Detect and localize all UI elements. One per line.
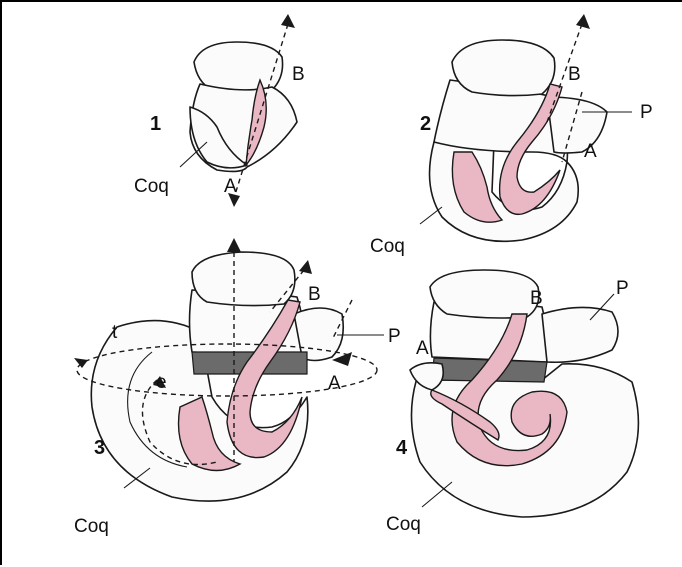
panel-2-label-coq: Coq — [370, 236, 405, 257]
panel-4-label-p: P — [616, 278, 629, 299]
panel-2: 2 B P A Coq — [370, 14, 653, 257]
panel-4-shell — [411, 364, 638, 517]
panel-3-label-e: e — [156, 372, 167, 393]
panel-3-head-cap — [192, 252, 295, 306]
panel-1-label-a: A — [224, 176, 237, 197]
panel-3-number: 3 — [94, 437, 105, 459]
panel-3-torsion-arrow — [74, 358, 88, 368]
panel-2-arrow-head-top — [576, 14, 590, 29]
panel-1-arrow-head-top — [281, 14, 295, 28]
panel-4-label-coq: Coq — [386, 514, 421, 535]
panel-2-head-cap — [452, 40, 555, 96]
panel-1-label-b: B — [292, 64, 305, 85]
panel-2-label-b: B — [568, 64, 581, 85]
panel-3-label-t: t — [112, 322, 118, 343]
panel-4-head-cap — [430, 270, 539, 318]
panel-1-number: 1 — [150, 113, 161, 135]
panel-1: 1 B A Coq — [134, 14, 305, 207]
panel-4-foot — [542, 307, 618, 362]
panel-2-label-a: A — [584, 141, 597, 162]
panel-2-coq-leader — [420, 207, 442, 224]
panel-4-label-a: A — [416, 338, 429, 359]
panel-2-number: 2 — [420, 113, 431, 135]
panel-3-axis-b-head — [299, 260, 312, 274]
panel-3-axis-head — [227, 238, 241, 252]
panel-2-label-p: P — [640, 102, 653, 123]
panel-4-coq-leader — [422, 482, 452, 507]
panel-4-label-b: B — [530, 288, 543, 309]
panel-3-label-b: B — [308, 284, 321, 305]
panel-4-number: 4 — [396, 437, 408, 459]
panel-3-label-p: P — [388, 326, 401, 347]
panel-3-label-coq: Coq — [74, 516, 109, 537]
panel-3: 3 t e B P A Coq — [74, 238, 401, 537]
panel-1-label-coq: Coq — [134, 176, 169, 197]
panel-4: 4 A B P Coq — [386, 270, 638, 535]
panel-3-label-a: A — [328, 373, 341, 394]
